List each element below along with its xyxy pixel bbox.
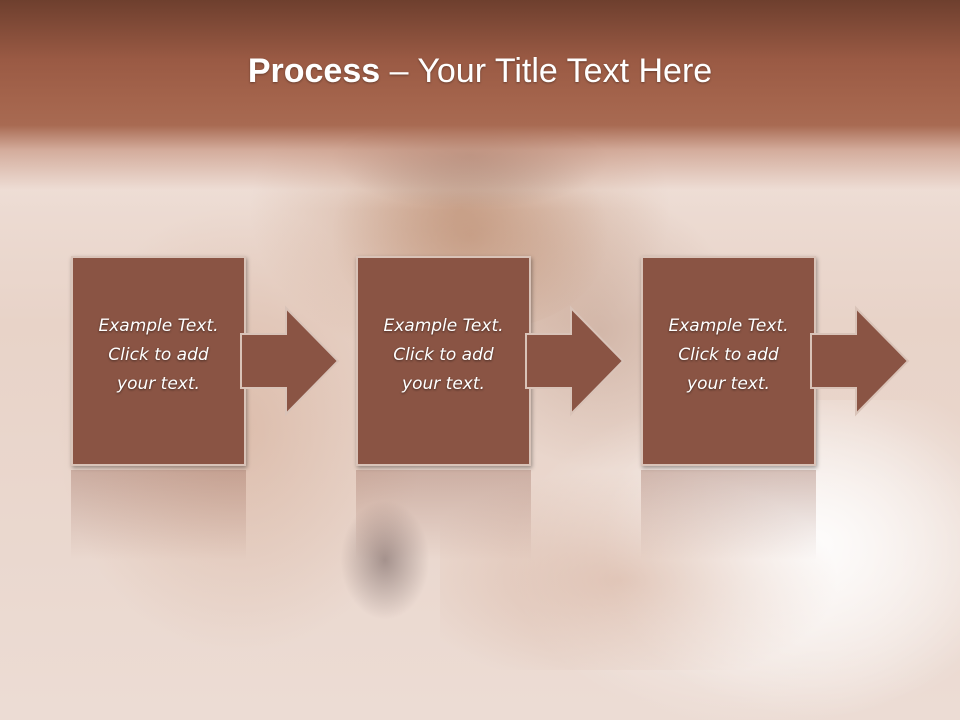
arrow-right-icon	[810, 305, 910, 417]
process-step-3[interactable]: Example Text. Click to add your text.	[641, 256, 910, 466]
arrow-right-icon	[525, 305, 625, 417]
photo-detail	[340, 500, 430, 620]
slide-title[interactable]: Process – Your Title Text Here	[0, 52, 960, 91]
title-rest: – Your Title Text Here	[380, 52, 713, 90]
step-3-reflection	[641, 470, 816, 560]
process-step-1[interactable]: Example Text. Click to add your text.	[71, 256, 340, 466]
step-2-text[interactable]: Example Text. Click to add your text.	[383, 316, 504, 394]
step-1-text[interactable]: Example Text. Click to add your text.	[98, 316, 219, 394]
photo-hands	[440, 470, 840, 670]
step-2-box[interactable]	[356, 256, 531, 466]
step-2-reflection	[356, 470, 531, 560]
title-bold: Process	[247, 52, 381, 90]
title-banner	[0, 0, 960, 210]
step-1-reflection	[71, 470, 246, 560]
arrow-right-icon	[240, 305, 340, 417]
step-3-text[interactable]: Example Text. Click to add your text.	[668, 316, 789, 394]
process-step-2[interactable]: Example Text. Click to add your text.	[356, 256, 625, 466]
